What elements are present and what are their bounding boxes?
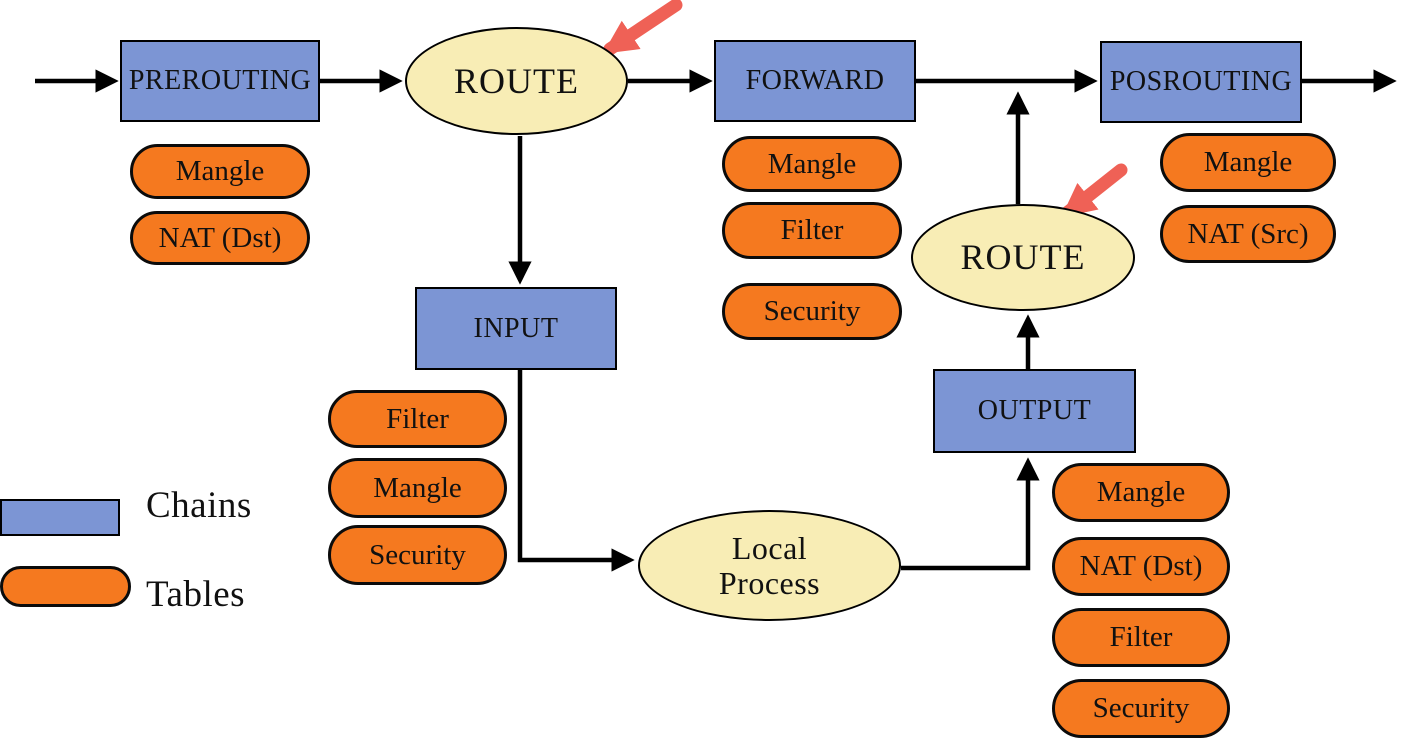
table-prerouting-nat-dst: NAT (Dst) xyxy=(130,211,310,265)
table-prerouting-mangle: Mangle xyxy=(130,144,310,199)
arrow-localprocess-output xyxy=(901,457,1040,571)
table-posrouting-nat-src: NAT (Src) xyxy=(1160,205,1336,263)
table-input-security: Security xyxy=(328,525,507,585)
table-forward-mangle: Mangle xyxy=(722,136,902,192)
table-input-filter: Filter xyxy=(328,390,507,448)
decision-local-process: Local Process xyxy=(638,510,901,621)
arrow-input-localprocess xyxy=(517,370,635,572)
table-posrouting-mangle: Mangle xyxy=(1160,133,1336,192)
highlight-arrow-route2 xyxy=(1061,163,1128,219)
table-input-mangle: Mangle xyxy=(328,458,507,518)
table-output-mangle: Mangle xyxy=(1052,463,1230,522)
table-output-filter: Filter xyxy=(1052,608,1230,667)
decision-route-2: ROUTE xyxy=(911,204,1135,311)
table-forward-security: Security xyxy=(722,283,902,340)
legend-chains-swatch xyxy=(0,499,120,536)
chain-output: OUTPUT xyxy=(933,369,1136,453)
local-process-line2: Process xyxy=(718,564,821,601)
table-forward-filter: Filter xyxy=(722,202,902,259)
legend-tables-swatch xyxy=(0,566,131,607)
chain-input: INPUT xyxy=(415,287,617,370)
decision-route-1: ROUTE xyxy=(405,27,628,135)
chain-posrouting: POSROUTING xyxy=(1100,41,1302,123)
local-process-line1: Local xyxy=(731,529,808,566)
table-output-nat-dst: NAT (Dst) xyxy=(1052,537,1230,596)
highlight-arrow-route1 xyxy=(602,0,683,56)
table-output-security: Security xyxy=(1052,679,1230,738)
legend-tables-label: Tables xyxy=(146,574,246,615)
legend-chains-label: Chains xyxy=(146,485,252,526)
chain-forward: FORWARD xyxy=(714,40,916,122)
chain-prerouting: PREROUTING xyxy=(120,40,320,122)
